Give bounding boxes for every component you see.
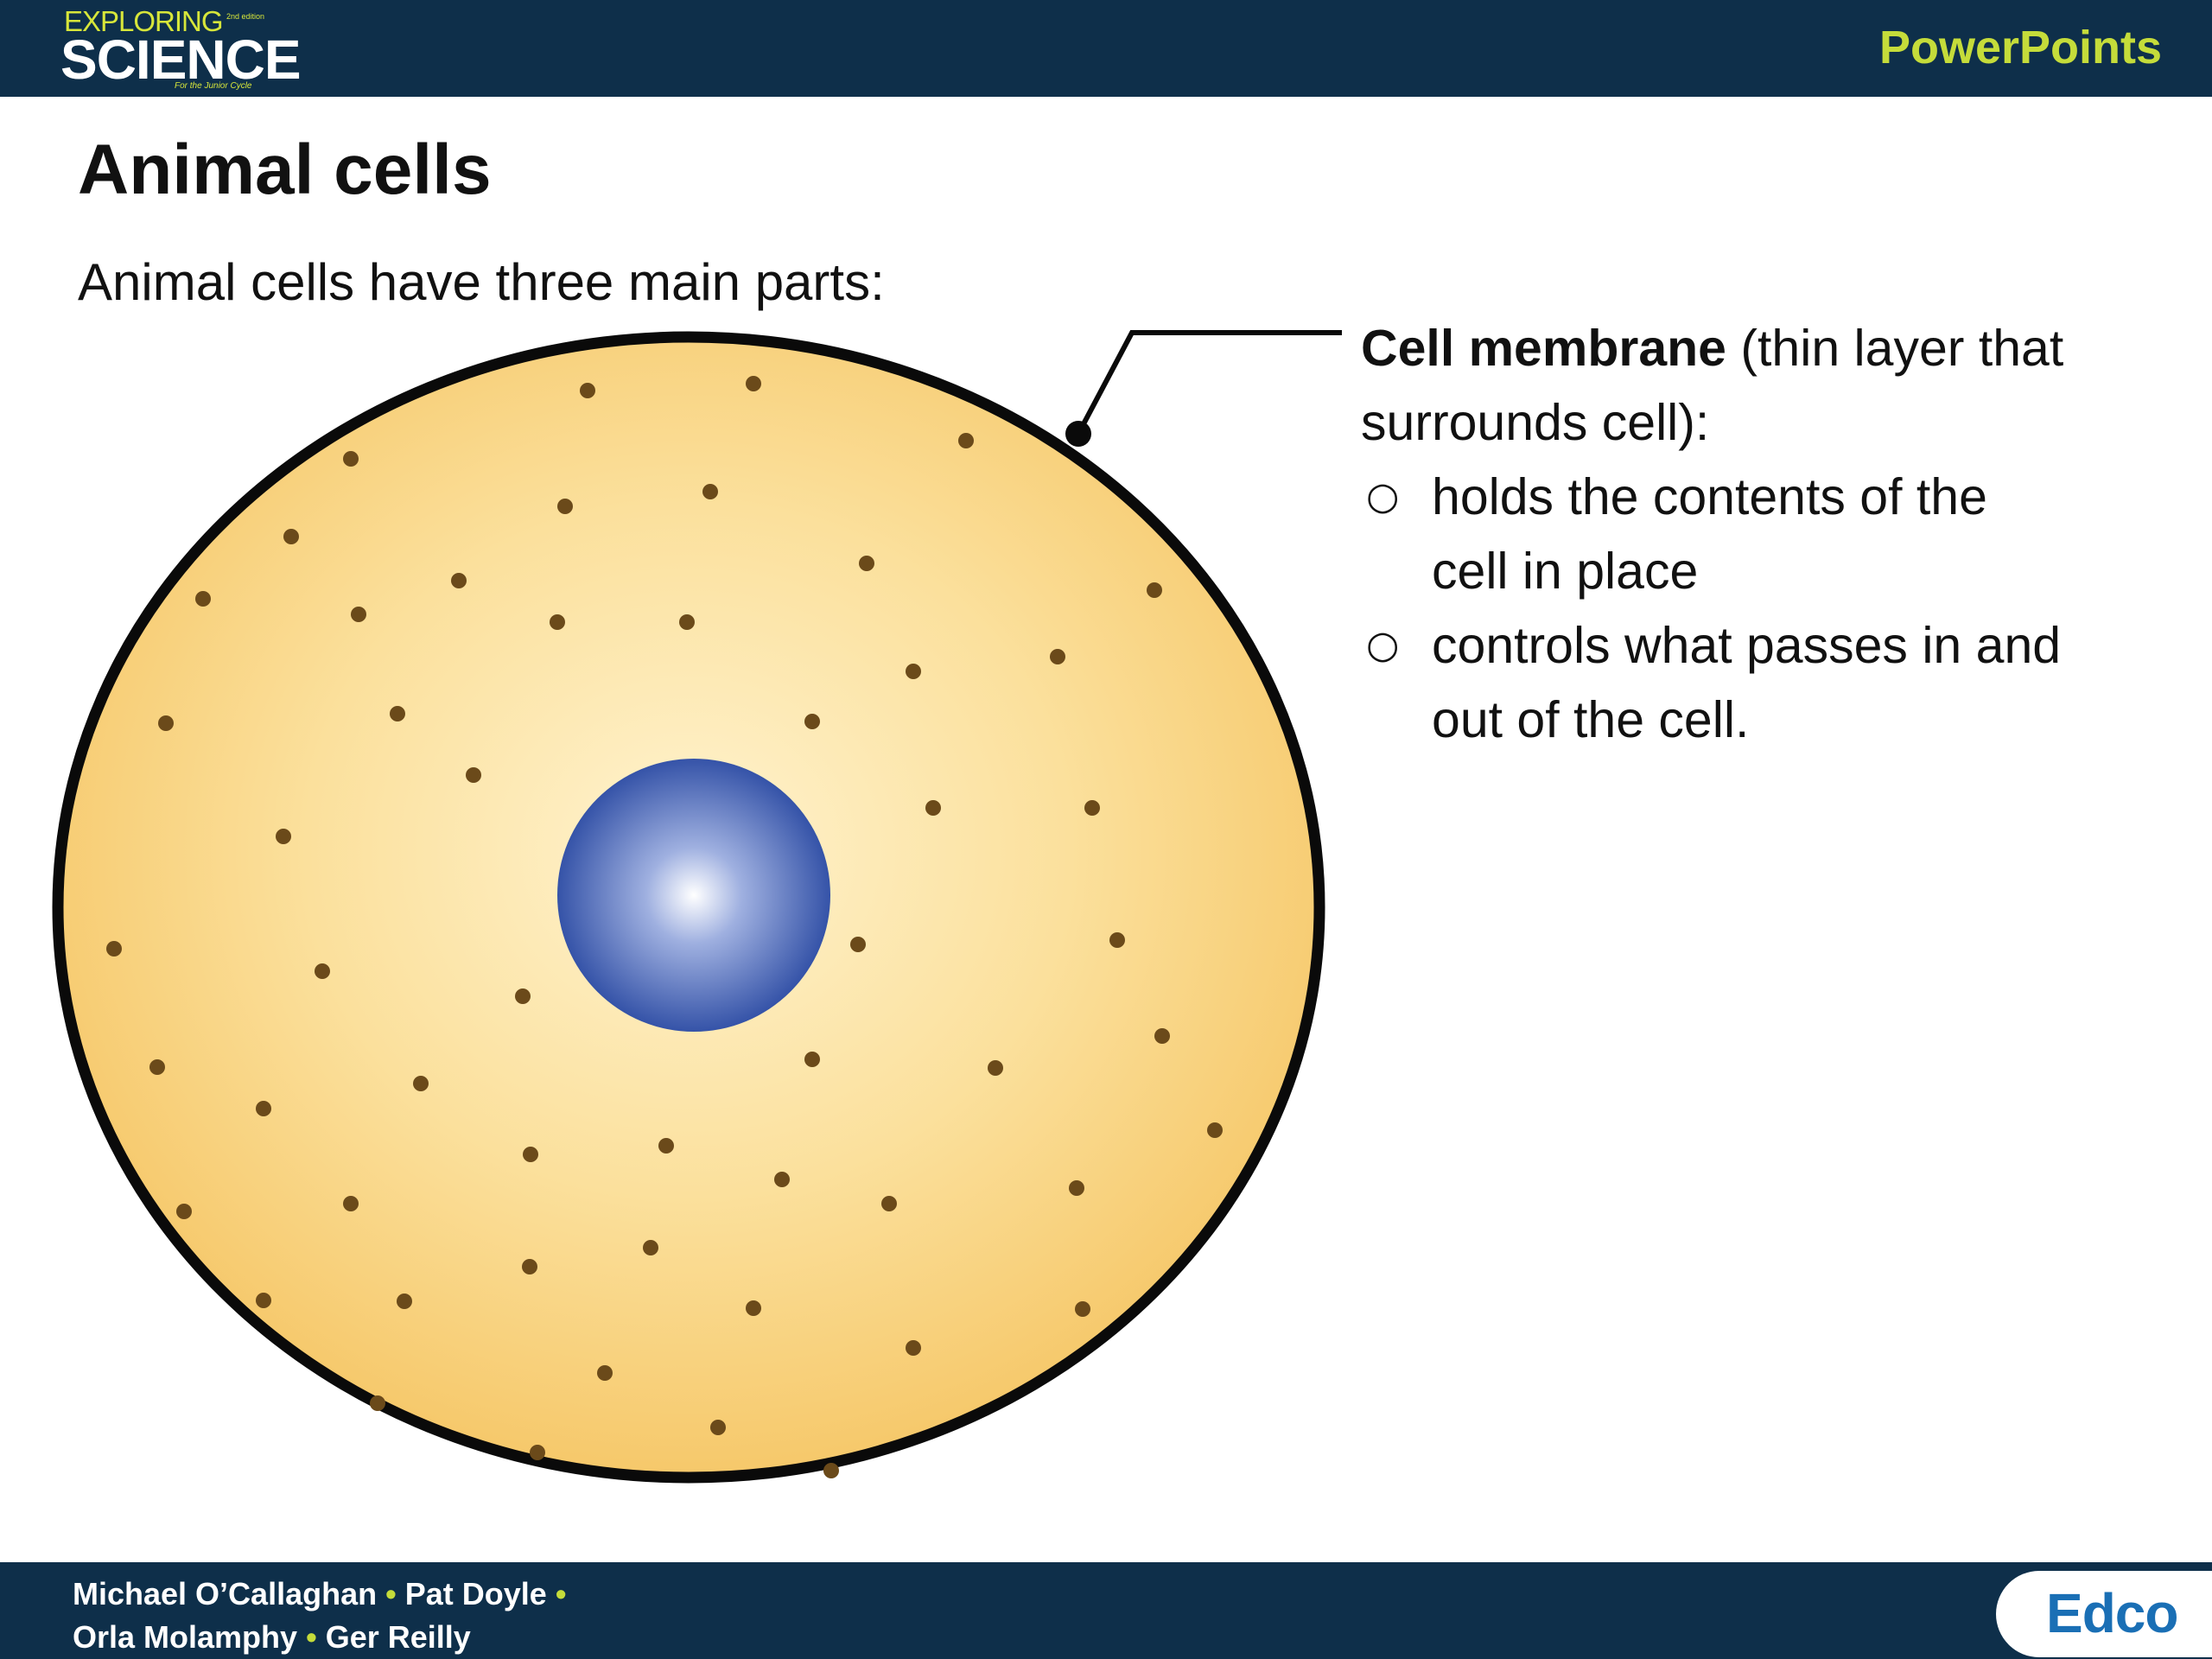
cytoplasm-granule	[804, 714, 820, 729]
cytoplasm-granule	[988, 1060, 1003, 1076]
bullet-text-line: controls what passes in and	[1432, 617, 2062, 674]
caption-bullet: ○ holds the contents of the cell in plac…	[1361, 460, 2182, 608]
caption-definition-a: (thin layer that	[1726, 320, 2064, 377]
cytoplasm-granule	[530, 1445, 545, 1460]
cytoplasm-granule	[925, 800, 941, 816]
cytoplasm-granule	[804, 1052, 820, 1067]
cytoplasm-granule	[557, 499, 573, 514]
separator-dot: •	[555, 1576, 567, 1611]
header-bar: EXPLORING 2nd edition SCIENCE For the Ju…	[0, 0, 2212, 97]
cytoplasm-granule	[958, 433, 974, 448]
slide-intro: Animal cells have three main parts:	[78, 253, 885, 311]
powerpoints-label: PowerPoints	[1878, 22, 2162, 73]
logo-exploring-text: EXPLORING	[64, 5, 224, 37]
cytoplasm-granule	[823, 1463, 839, 1478]
slide-title: Animal cells	[78, 130, 492, 209]
cytoplasm-granule	[397, 1294, 412, 1309]
caption-bullet: ○ controls what passes in and out of the…	[1361, 608, 2182, 757]
cytoplasm-granule	[746, 376, 761, 391]
cytoplasm-granule	[774, 1172, 790, 1187]
cytoplasm-granule	[283, 529, 299, 544]
cytoplasm-granule	[149, 1059, 165, 1075]
cytoplasm-granule	[702, 484, 718, 499]
caption-definition-b: surrounds cell):	[1361, 394, 1710, 451]
separator-dot: •	[306, 1619, 317, 1655]
edco-logo: Edco	[1996, 1571, 2212, 1657]
cytoplasm-granule	[1207, 1122, 1223, 1138]
footer-bar: Michael O’Callaghan • Pat Doyle • Orla M…	[0, 1562, 2212, 1659]
cytoplasm-granule	[850, 937, 866, 952]
cytoplasm-granule	[906, 1340, 921, 1356]
cytoplasm-granule	[256, 1101, 271, 1116]
cytoplasm-granule	[343, 1196, 359, 1211]
cytoplasm-granule	[343, 451, 359, 467]
cytoplasm-granule	[1147, 582, 1162, 598]
membrane-pointer-line	[1065, 330, 1342, 447]
author-name: Orla Molamphy	[73, 1619, 298, 1655]
cytoplasm-granule	[1109, 932, 1125, 948]
caption-bullet-list: ○ holds the contents of the cell in plac…	[1361, 460, 2182, 757]
logo-science-text: SCIENCE	[60, 29, 301, 91]
bullet-text-line: out of the cell.	[1432, 691, 1750, 748]
cytoplasm-granule	[550, 614, 565, 630]
cytoplasm-granule	[158, 715, 174, 731]
cytoplasm-granule	[1050, 649, 1065, 664]
cytoplasm-granule	[906, 664, 921, 679]
cytoplasm-granule	[710, 1420, 726, 1435]
cytoplasm-granules	[106, 376, 1223, 1478]
cytoplasm-granule	[413, 1076, 429, 1091]
cytoplasm-granule	[746, 1300, 761, 1316]
separator-dot: •	[385, 1576, 397, 1611]
author-line: Orla Molamphy • Ger Reilly	[73, 1616, 566, 1659]
cytoplasm-granule	[679, 614, 695, 630]
exploring-science-logo: EXPLORING 2nd edition SCIENCE For the Ju…	[60, 5, 301, 95]
author-name: Ger Reilly	[325, 1619, 471, 1655]
hollow-circle-bullet-icon: ○	[1366, 623, 1400, 667]
cytoplasm-granule	[256, 1293, 271, 1308]
cytoplasm-granule	[195, 591, 211, 607]
cytoplasm-granule	[1154, 1028, 1170, 1044]
cytoplasm-granule	[466, 767, 481, 783]
cytoplasm-granule	[176, 1204, 192, 1219]
cell-membrane-caption: Cell membrane (thin layer that surrounds…	[1361, 311, 2182, 757]
bullet-text-line: holds the contents of the	[1432, 468, 1987, 525]
hollow-circle-bullet-icon: ○	[1366, 474, 1400, 518]
cytoplasm-granule	[390, 706, 405, 721]
cytoplasm-granule	[859, 556, 874, 571]
author-line: Michael O’Callaghan • Pat Doyle •	[73, 1573, 566, 1616]
author-name: Michael O’Callaghan	[73, 1576, 378, 1611]
cytoplasm-granule	[597, 1365, 613, 1381]
cytoplasm-granule	[315, 963, 330, 979]
cytoplasm-granule	[643, 1240, 658, 1255]
logo-subtitle-text: For the Junior Cycle	[175, 81, 252, 91]
nucleus	[557, 759, 830, 1032]
caption-heading: Cell membrane (thin layer that	[1361, 311, 2182, 385]
cytoplasm-granule	[1069, 1180, 1084, 1196]
cytoplasm-granule	[881, 1196, 897, 1211]
author-name: Pat Doyle	[404, 1576, 547, 1611]
bullet-text-line: cell in place	[1432, 543, 1699, 600]
edco-logo-text: Edco	[2046, 1582, 2178, 1644]
cytoplasm-granule	[523, 1147, 538, 1162]
caption-term: Cell membrane	[1361, 320, 1726, 377]
author-credits: Michael O’Callaghan • Pat Doyle • Orla M…	[73, 1573, 566, 1659]
cytoplasm-granule	[276, 829, 291, 844]
logo-edition-text: 2nd edition	[226, 12, 265, 21]
cytoplasm-granule	[351, 607, 366, 622]
cytoplasm-granule	[1084, 800, 1100, 816]
cytoplasm-granule	[515, 988, 531, 1004]
cytoplasm-granule	[106, 941, 122, 957]
cytoplasm-granule	[522, 1259, 537, 1274]
cytoplasm-granule	[451, 573, 467, 588]
cytoplasm-granule	[658, 1138, 674, 1154]
cytoplasm-granule	[580, 383, 595, 398]
cytoplasm-granule	[370, 1395, 385, 1411]
cytoplasm-granule	[1075, 1301, 1090, 1317]
